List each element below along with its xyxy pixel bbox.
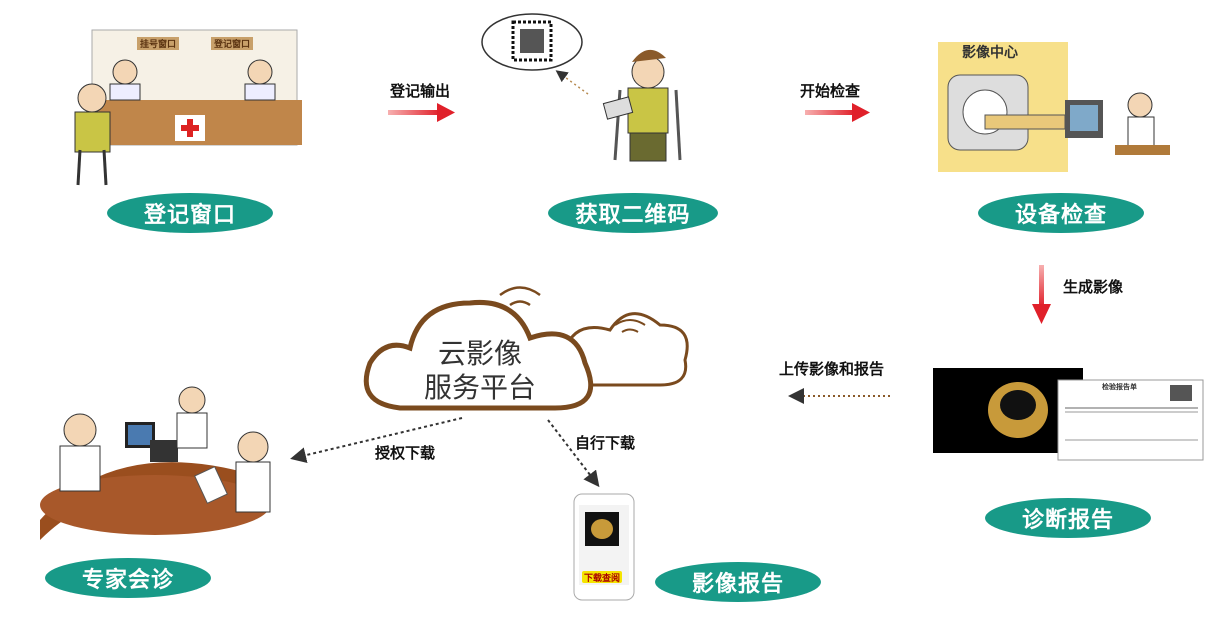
sign-registration: 挂号窗口: [137, 37, 180, 50]
sign-checkin: 登记窗口: [211, 37, 254, 50]
label-upload: 上传影像和报告: [779, 360, 885, 378]
step-get-qr: 获取二维码: [548, 193, 718, 233]
cloud-icon: [363, 286, 689, 411]
imaging-center-sign: 影像中心: [962, 45, 1018, 61]
expert-consultation-illustration: [40, 386, 271, 540]
cloud-platform-label: 云影像 服务平台: [415, 337, 545, 405]
cloud-line1: 云影像: [437, 337, 522, 370]
label-self-download: 自行下载: [575, 434, 636, 452]
label-start-exam: 开始检查: [800, 82, 861, 100]
step-registration: 登记窗口: [107, 193, 273, 233]
step-exam: 设备检查: [978, 193, 1144, 233]
step-expert-consult: 专家会诊: [45, 558, 211, 598]
scan-and-report-illustration: [933, 368, 1204, 461]
report-title: 检验报告单: [1102, 383, 1137, 391]
patient-illustration: [602, 49, 682, 162]
step-diagnosis-report: 诊断报告: [985, 498, 1151, 538]
label-register-output: 登记输出: [390, 82, 451, 100]
step-image-report: 影像报告: [655, 562, 821, 602]
label-generate-image: 生成影像: [1063, 278, 1124, 296]
red-arrow-register-output: [388, 103, 455, 122]
self-download-arrow: [547, 419, 600, 488]
registration-window-illustration: [74, 29, 302, 186]
imaging-center-illustration: [938, 42, 1170, 172]
label-authorized-download: 授权下载: [375, 444, 436, 462]
red-arrow-start-exam: [805, 103, 870, 122]
phone-download-button: 下载查阅: [582, 571, 622, 584]
cloud-line2: 服务平台: [423, 371, 536, 404]
phone-illustration: [573, 493, 635, 601]
red-arrow-generate-image: [1032, 265, 1051, 324]
qr-code-bubble: [481, 13, 583, 71]
authorized-download-arrow: [290, 417, 463, 464]
